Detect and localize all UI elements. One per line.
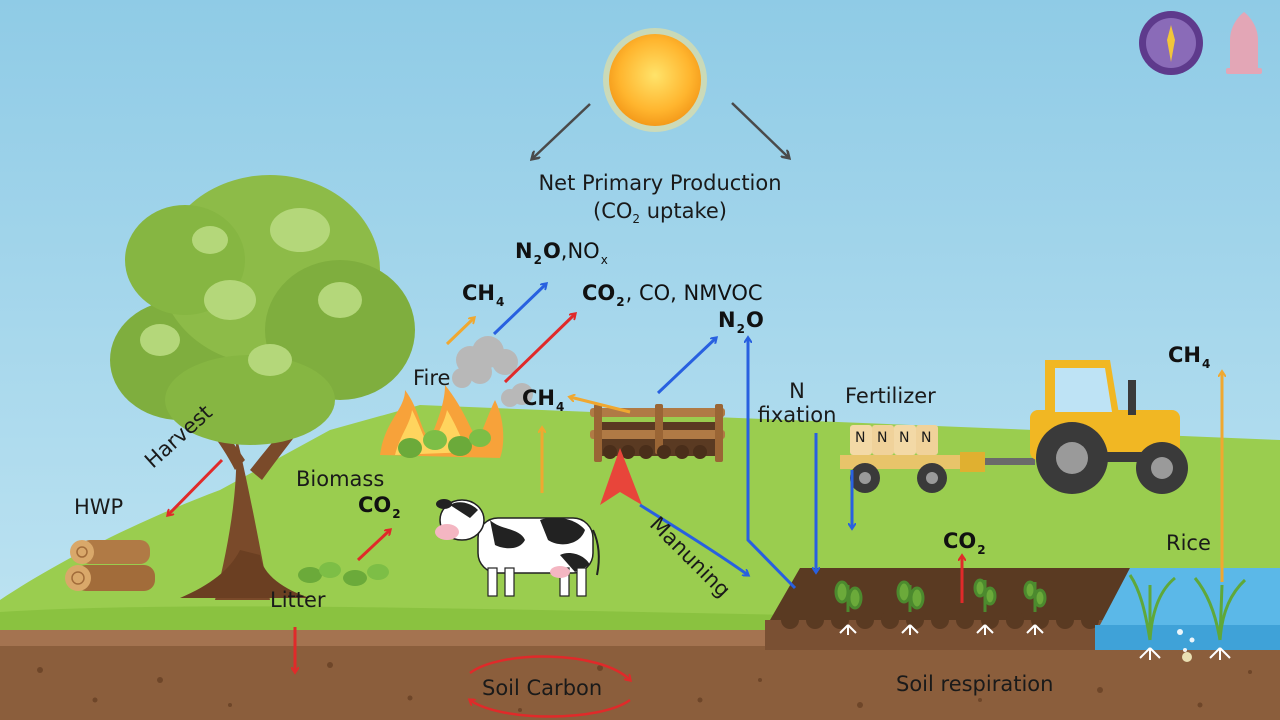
label-soil-carbon: Soil Carbon bbox=[482, 676, 603, 700]
seedling-roots bbox=[839, 624, 1044, 635]
fire-n2o-arrow bbox=[492, 284, 546, 336]
gas-n2o-nox: N2O,NOx bbox=[515, 239, 608, 267]
sun-icon bbox=[603, 28, 707, 132]
biomass-co2-arrow bbox=[356, 530, 390, 562]
seedlings bbox=[834, 578, 1047, 612]
sun-arrow-left bbox=[533, 103, 591, 158]
gas-n2o-right: N2O bbox=[718, 308, 764, 336]
chula-logo-icon bbox=[1226, 12, 1262, 74]
label-n-fixation-line1: N bbox=[789, 379, 805, 403]
fertilizer-bag-n-3: N bbox=[899, 430, 910, 446]
cow-icon bbox=[435, 499, 600, 597]
fire-icon bbox=[380, 385, 504, 458]
soil-n2o-arrow bbox=[748, 338, 797, 590]
smoke-icon bbox=[452, 336, 533, 407]
label-hwp: HWP bbox=[74, 495, 124, 519]
soil-carbon-cycle-top bbox=[469, 655, 630, 680]
manure-ch4-arrow bbox=[570, 397, 631, 414]
fertilizer-bag-n-1: N bbox=[855, 430, 866, 446]
npp-title-line1: Net Primary Production bbox=[538, 171, 782, 195]
rice-paddy-water bbox=[1100, 568, 1280, 640]
soil-carbon-cycle-bottom bbox=[470, 700, 631, 718]
gas-co2-biomass: CO2 bbox=[358, 493, 401, 521]
label-litter: Litter bbox=[270, 588, 326, 612]
gas-ch4-cow: CH4 bbox=[522, 386, 565, 414]
rice-paddy-front bbox=[1095, 625, 1280, 650]
rice-plant-icon bbox=[1128, 574, 1247, 641]
sun-arrow-right bbox=[731, 102, 788, 157]
tree-icon bbox=[110, 175, 415, 600]
label-biomass: Biomass bbox=[296, 467, 385, 491]
label-fire: Fire bbox=[413, 366, 451, 390]
university-logo-icon bbox=[1139, 11, 1203, 75]
gas-co2-co-nmvoc: CO2, CO, NMVOC bbox=[582, 281, 763, 309]
red-pointer-icon bbox=[600, 448, 642, 505]
soil-pebbles bbox=[37, 662, 1252, 712]
rice-roots bbox=[1139, 647, 1231, 660]
npp-title: Net Primary Production (CO2 uptake) bbox=[505, 171, 815, 227]
npp-title-line2: (CO2 uptake) bbox=[593, 199, 727, 227]
fence-icon bbox=[590, 404, 725, 462]
fire-ch4-arrow bbox=[445, 318, 474, 346]
gas-ch4-rice: CH4 bbox=[1168, 343, 1211, 371]
water-bubbles bbox=[1177, 629, 1195, 662]
fertilizer-cart-icon bbox=[840, 425, 1035, 493]
log-pile-icon bbox=[65, 540, 155, 591]
manure-n2o-arrow bbox=[656, 338, 716, 395]
crop-bed bbox=[770, 568, 1130, 620]
fire-co2-arrow bbox=[503, 314, 575, 384]
manuning-arrow bbox=[639, 503, 748, 575]
label-fertilizer: Fertilizer bbox=[845, 384, 936, 408]
label-n-fixation: N fixation bbox=[752, 379, 842, 427]
harvest-arrow bbox=[168, 458, 224, 515]
label-rice: Rice bbox=[1166, 531, 1211, 555]
litter-leaves bbox=[298, 562, 389, 586]
gas-co2-soil: CO2 bbox=[943, 529, 986, 557]
fertilizer-bag-n-2: N bbox=[877, 430, 888, 446]
fertilizer-bag-n-4: N bbox=[921, 430, 932, 446]
label-soil-respiration: Soil respiration bbox=[896, 672, 1054, 696]
label-n-fixation-line2: fixation bbox=[757, 403, 837, 428]
tractor-icon bbox=[1030, 360, 1188, 494]
gas-ch4-fire: CH4 bbox=[462, 281, 505, 309]
